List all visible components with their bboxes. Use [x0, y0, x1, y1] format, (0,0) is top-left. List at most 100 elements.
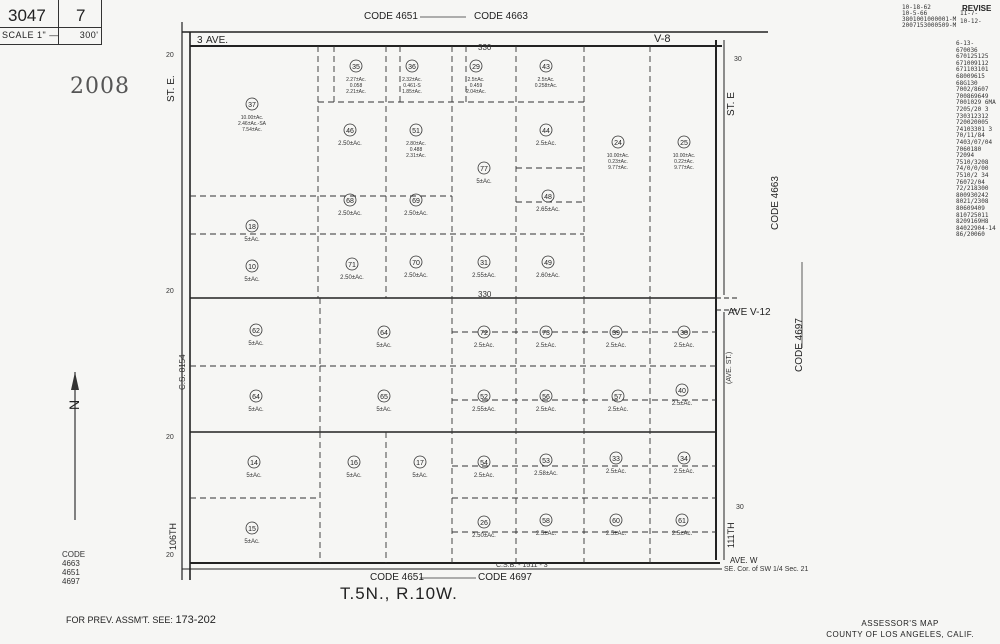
parcel-area: 0.459	[470, 83, 483, 89]
parcel-number: 25	[680, 140, 688, 147]
parcel-number: 52	[480, 394, 488, 401]
parcel-circle	[249, 389, 263, 403]
parcel-number: 77	[480, 166, 488, 173]
dim-left-20-c: 20	[166, 434, 174, 441]
revision-entry: 11-7-	[960, 10, 979, 17]
parcel-circle	[343, 193, 357, 207]
parcel-area: 2.55±Ac.	[472, 273, 496, 279]
parcel-area: 5±Ac.	[244, 237, 260, 243]
parcel-number: 26	[480, 520, 488, 527]
previous-assessment: FOR PREV. ASSM'T. SEE: 173-202	[66, 614, 216, 626]
parcel-circle	[609, 451, 623, 465]
code-top-left: CODE 4651	[364, 11, 418, 22]
parcel-area: 5±Ac.	[244, 277, 260, 283]
parcel-circle	[541, 189, 555, 203]
revision-entry: 76072/04	[956, 178, 985, 186]
parcel-area: 2.5±Ac.	[674, 343, 695, 349]
page-number: 7	[76, 6, 86, 25]
parcel-circle	[469, 59, 483, 73]
revision-entry: 800930242	[956, 191, 989, 199]
code-right-bottom: CODE 4697	[794, 318, 805, 372]
parcel-number: 40	[678, 388, 686, 395]
dim-left-20-b: 20	[166, 288, 174, 295]
code-right-top: CODE 4663	[770, 176, 781, 230]
parcel-circle	[247, 455, 261, 469]
dim-left-20-a: 20	[166, 52, 174, 59]
township-range: T.5N., R.10W.	[340, 584, 458, 603]
parcel-area: 2.31±Ac.	[406, 153, 426, 159]
revisions-title: REVISE	[962, 4, 992, 13]
revision-entry: 810725011	[956, 211, 989, 219]
parcel-circle	[245, 97, 259, 111]
parcel-number: 64	[380, 330, 388, 337]
parcel-number: 16	[350, 460, 358, 467]
parcel-number: 34	[680, 456, 688, 463]
parcel-area: 2.50±Ac.	[338, 211, 362, 217]
parcel-number: 14	[250, 460, 258, 467]
parcel-area: 0.22±Ac.	[674, 159, 694, 165]
parcel-circle	[377, 325, 391, 339]
parcel-number: 54	[480, 460, 488, 467]
parcel-number: 62	[252, 328, 260, 335]
parcel-area: 2.60±Ac.	[536, 273, 560, 279]
parcel-area: 2.5±Ac.	[538, 77, 555, 83]
revision-entry: 670125125	[956, 53, 989, 61]
code-top-right: CODE 4663	[474, 11, 528, 22]
revision-entry: 670036	[956, 46, 978, 54]
parcel-area: 5±Ac.	[346, 473, 362, 479]
parcel-area: 2.58±Ac.	[534, 471, 558, 477]
parcel-circle	[675, 383, 689, 397]
parcel-number: 17	[416, 460, 424, 467]
parcel-circle	[611, 389, 625, 403]
parcel-area: 9.77±Ac.	[608, 165, 628, 171]
parcel-number: 36	[408, 64, 416, 71]
parcel-number: 57	[614, 394, 622, 401]
parcel-circle	[541, 255, 555, 269]
parcel-circle	[677, 135, 691, 149]
revision-entry: 7060180	[956, 145, 982, 153]
revision-entry: 3801001000001-M	[902, 16, 957, 23]
parcel-circle	[413, 455, 427, 469]
parcel-circle	[677, 451, 691, 465]
revision-entry: 10-5-66	[902, 10, 928, 17]
parcel-area: 5±Ac.	[376, 343, 392, 349]
top-ave-number: V-8	[654, 33, 671, 45]
parcel-circle	[245, 219, 259, 233]
parcel-area: 2.50±Ac.	[472, 533, 496, 539]
dim-left-20-d: 20	[166, 552, 174, 559]
revision-entry: 7205/20 3	[956, 106, 989, 113]
map-header-box: 3047 7 SCALE 1" — 300'	[0, 0, 102, 45]
parcel-circle	[609, 513, 623, 527]
parcel-number: 24	[614, 140, 622, 147]
parcel-area: 2.5±Ac.	[474, 343, 495, 349]
parcel-number: 38	[680, 330, 688, 337]
parcel-number: 33	[612, 456, 620, 463]
parcel-area: 2.5±Ac.	[536, 407, 557, 413]
revision-entry: 7510/3208	[956, 158, 989, 166]
parcel-area: 2.5±Ac.	[606, 469, 627, 475]
parcel-area: 0.258±Ac.	[535, 83, 557, 89]
parcel-number: 46	[346, 128, 354, 135]
revision-entry: 86/20060	[956, 231, 985, 239]
dim-right-30-a: 30	[734, 56, 742, 63]
parcel-area: 5±Ac.	[244, 539, 260, 545]
parcel-area: 2.27±Ac.	[346, 77, 366, 83]
parcel-number: 31	[480, 260, 488, 267]
parcel-circle	[539, 389, 553, 403]
revision-entry: 720020005	[956, 119, 989, 127]
left-street-label: ST. E.	[166, 75, 177, 102]
parcel-area: 2.5±Ac.	[474, 473, 495, 479]
parcel-area: 2.04±Ac.	[466, 89, 486, 95]
parcel-number: 43	[542, 64, 550, 71]
parcel-area: 2.80±Ac.	[406, 141, 426, 147]
parcel-circle	[477, 455, 491, 469]
parcel-number: 39	[612, 330, 620, 337]
parcel-area: 2.5±Ac.	[672, 531, 693, 537]
parcel-area: 2.5±Ac.	[536, 343, 557, 349]
parcel-number: 48	[544, 194, 552, 201]
parcel-area: 10.00±Ac.	[241, 115, 263, 121]
parcel-number: 64	[252, 394, 260, 401]
parcel-circle	[405, 59, 419, 73]
